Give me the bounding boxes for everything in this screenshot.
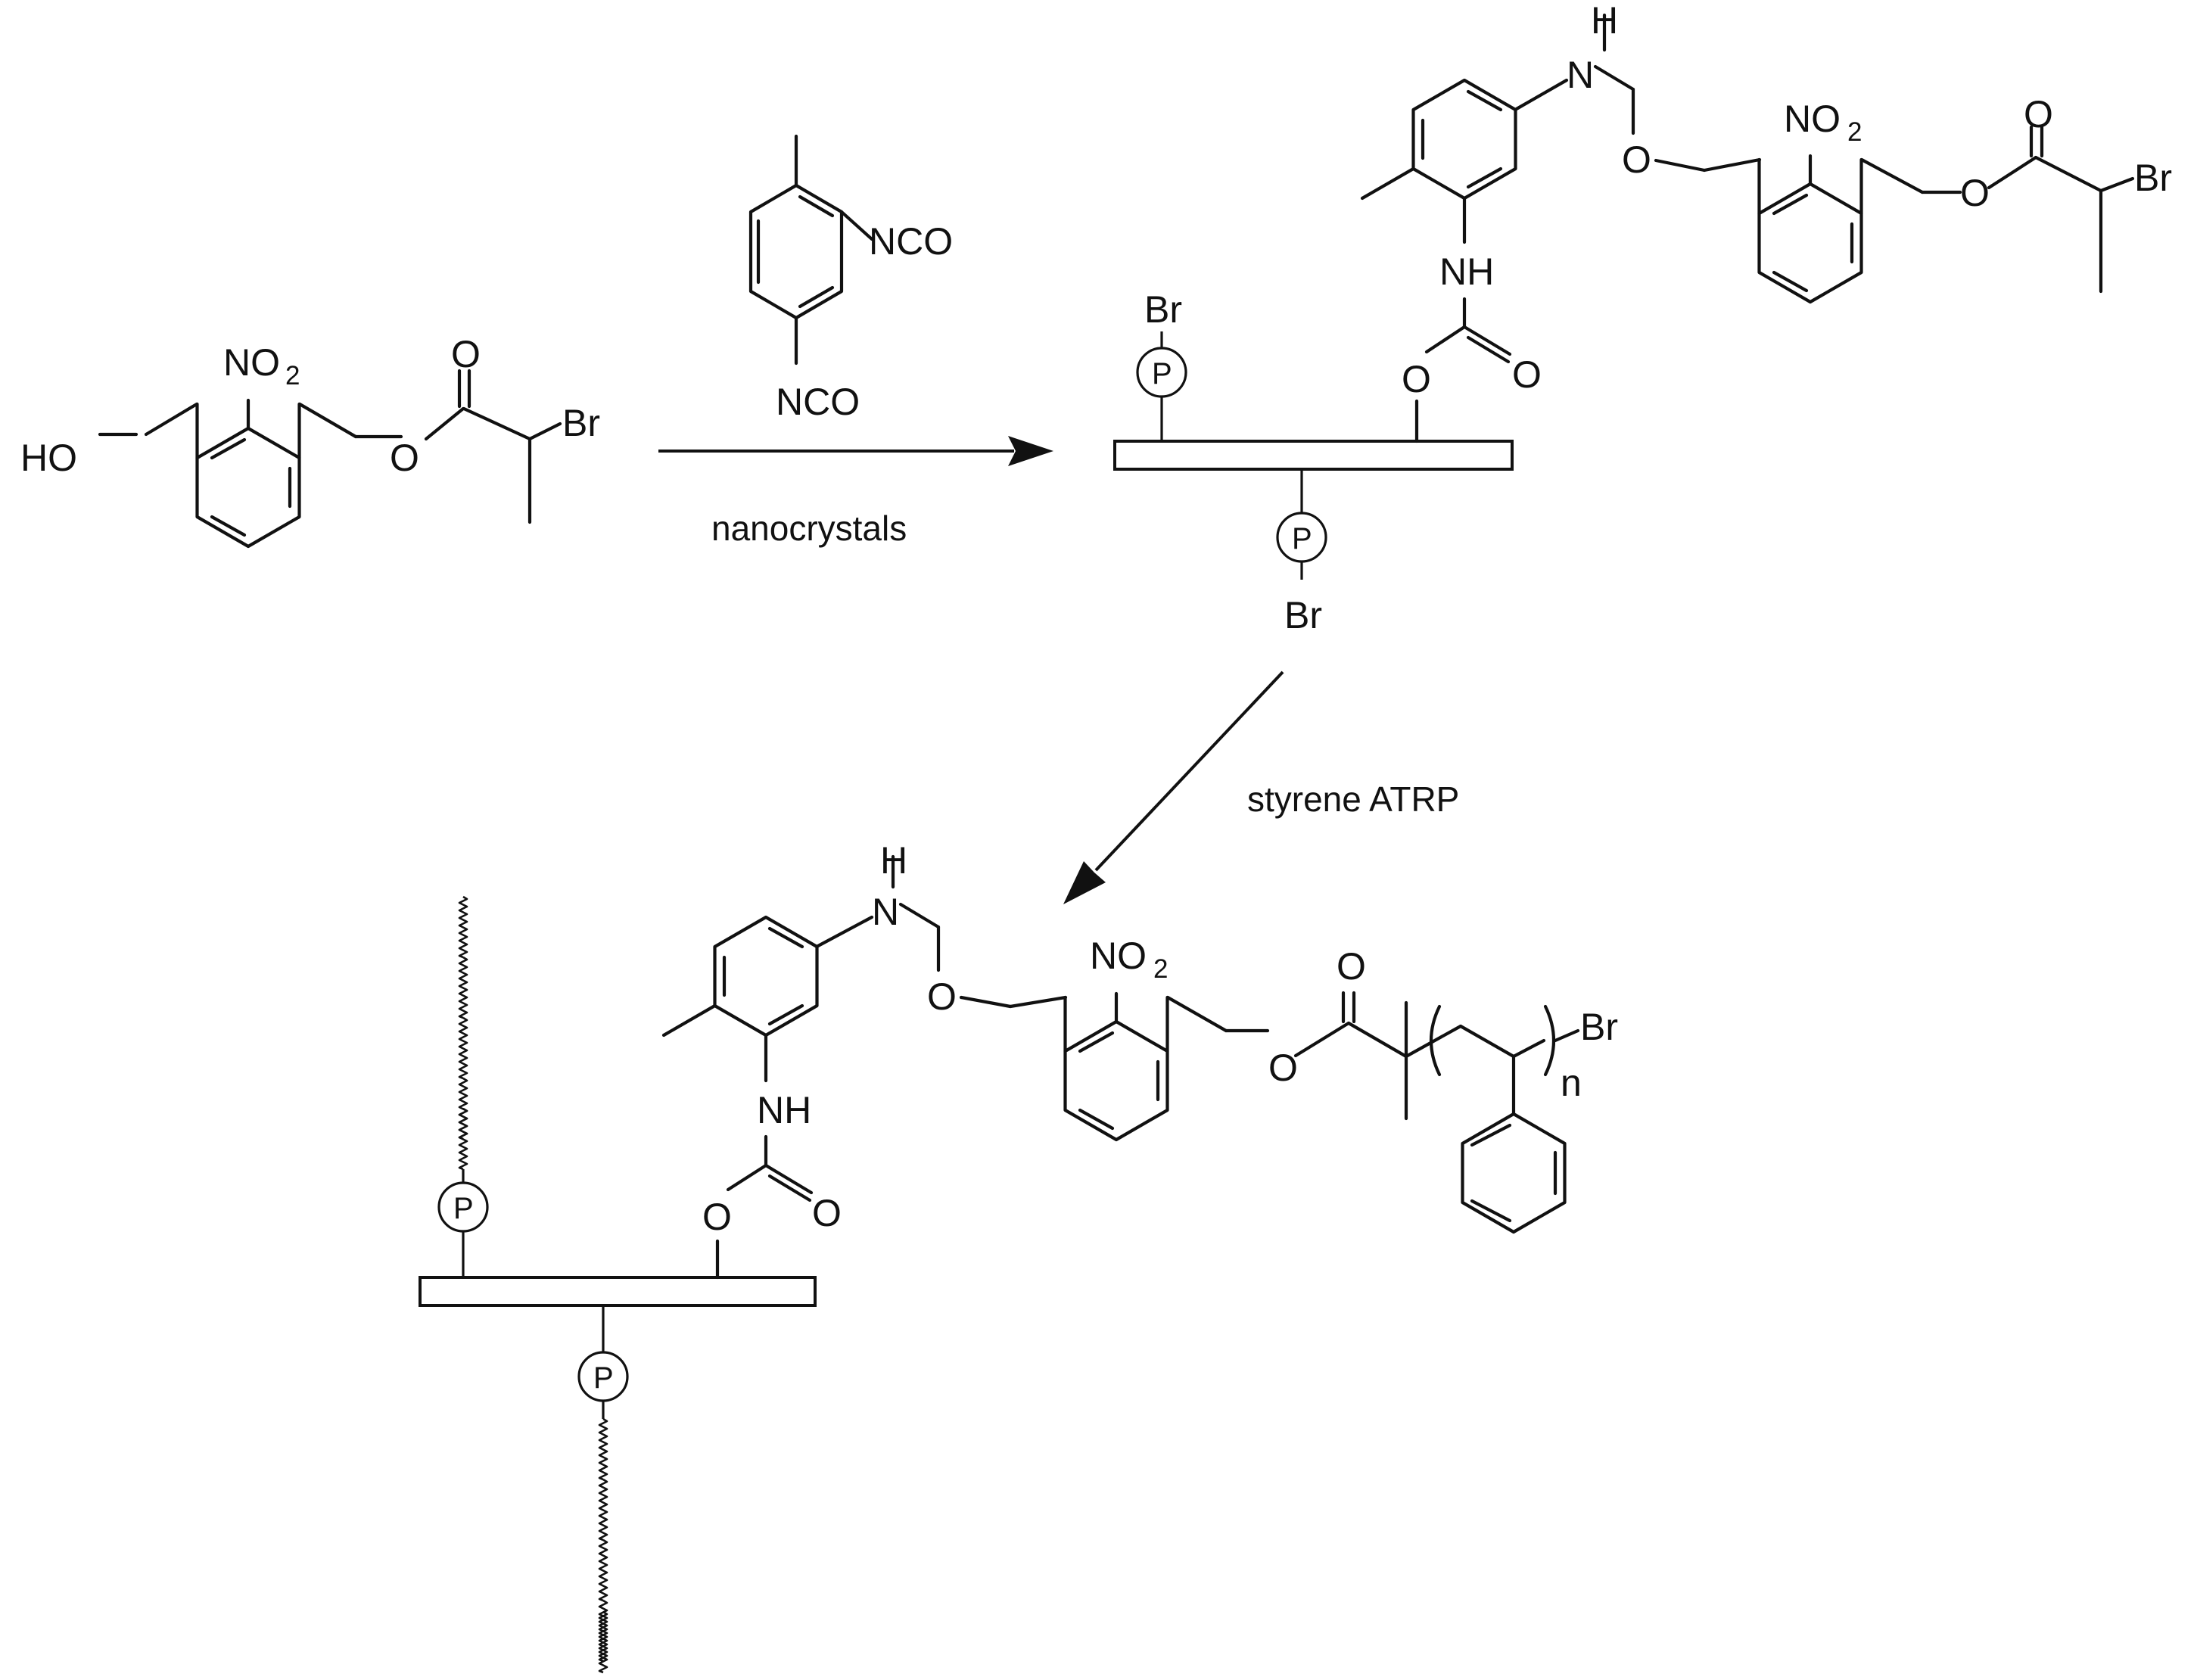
urethane-nh-label: NH	[1439, 250, 1494, 293]
ether-oxygen-label-3: O	[927, 975, 957, 1018]
nitro-label-2: NO	[1784, 98, 1841, 140]
phosphonate-lower-label-2: P	[593, 1361, 614, 1395]
phosphonate-lower-label: P	[1292, 522, 1312, 555]
phosphonate-lower-bromine: Br	[1284, 594, 1322, 636]
nanocrystal-plate-2	[419, 1276, 817, 1307]
urethane-oxygen-label-2: O	[702, 1196, 732, 1238]
polymer-grafted-nanocrystal: P P O O NH N H O NO 2 O O	[419, 839, 1618, 1674]
urethane-carbonyl-label-2: O	[812, 1192, 842, 1234]
ester-oxygen-label-3: O	[1268, 1047, 1298, 1089]
phosphonate-upper-label: P	[1152, 357, 1172, 390]
ether-oxygen-label: O	[1622, 138, 1651, 181]
isocyanate-label-bottom: NCO	[776, 381, 860, 423]
amine-h-label: H	[1591, 0, 1618, 42]
amine-n-label-2: N	[872, 891, 899, 933]
reaction-arrow-step1: nanocrystals	[658, 436, 1053, 548]
urethane-nh-label-2: NH	[757, 1089, 811, 1131]
functionalized-nanocrystal: P Br P Br O O NH N H O NO 2 O O Br	[1113, 0, 2172, 636]
isocyanate-label-top: NCO	[869, 220, 953, 263]
nitro-subscript-2: 2	[1847, 117, 1862, 147]
reaction-arrow-step2: styrene ATRP	[1063, 670, 1459, 904]
phosphonate-upper-label-2: P	[453, 1192, 474, 1225]
urethane-carbonyl-label: O	[1512, 353, 1542, 396]
bromine-label-2: Br	[2134, 157, 2172, 199]
urethane-oxygen-label: O	[1402, 358, 1431, 400]
ester-oxygen-label: O	[390, 437, 419, 479]
repeat-count-label: n	[1561, 1062, 1582, 1104]
polymer-strand-upper	[458, 895, 468, 1171]
carbonyl-oxygen-label: O	[451, 333, 481, 375]
carbonyl-oxygen-label-2: O	[2024, 93, 2053, 135]
nitro-subscript-3: 2	[1153, 954, 1168, 984]
initiator-molecule: HO NO 2 O O Br	[20, 333, 600, 546]
amine-h-label-2: H	[880, 839, 907, 882]
nanocrystal-plate	[1113, 440, 1514, 471]
diisocyanate-reagent: NCO NCO	[748, 134, 953, 423]
step2-reagent-label: styrene ATRP	[1247, 779, 1459, 819]
nitro-subscript: 2	[285, 361, 300, 390]
repeat-bracket-right	[1543, 1004, 1556, 1077]
polymer-strand-lower	[598, 1417, 608, 1674]
bromine-label: Br	[562, 402, 600, 444]
step1-reagent-label: nanocrystals	[711, 509, 907, 548]
phosphonate-upper-bromine: Br	[1144, 288, 1182, 331]
phenyl-ring	[1461, 1112, 1567, 1234]
amine-n-label: N	[1567, 54, 1594, 96]
carbonyl-oxygen-label-3: O	[1337, 945, 1366, 988]
repeat-bracket-left	[1429, 1004, 1442, 1077]
ester-oxygen-label-2: O	[1960, 172, 1990, 214]
nitro-label-3: NO	[1090, 935, 1147, 977]
end-bromine-label: Br	[1580, 1006, 1618, 1048]
hydroxyl-label: HO	[20, 437, 77, 479]
nitro-label: NO	[223, 341, 280, 384]
